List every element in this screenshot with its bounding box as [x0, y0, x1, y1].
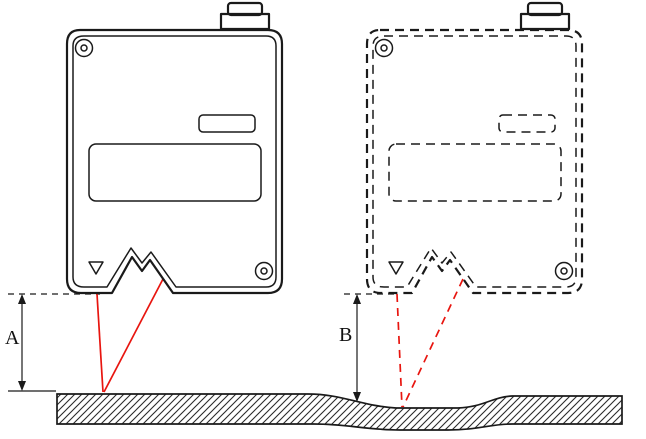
left-laser-return-line: [103, 278, 164, 393]
right-laser-emit-line: [396, 293, 403, 408]
dimension-b-arrow-up-icon: [353, 294, 361, 304]
right-sensor-beam-origin-marker-icon: [388, 261, 404, 275]
measured-surface: [56, 393, 623, 431]
left-sensor-screw-top-left: [74, 38, 94, 58]
right-sensor-connector: [519, 1, 571, 31]
left-sensor-small-window: [198, 114, 256, 133]
dimension-a-label: A: [5, 327, 20, 349]
left-sensor-beam-origin-marker-icon: [88, 261, 104, 275]
left-sensor-connector: [219, 1, 271, 31]
dimension-a-arrow-down-icon: [18, 381, 26, 391]
left-sensor-screw-bottom-right: [254, 261, 274, 281]
right-sensor-small-window: [498, 114, 556, 133]
dimension-a: A: [5, 293, 100, 392]
left-sensor-body-inner-outline: [72, 35, 277, 288]
right-sensor-screw-top-left: [374, 38, 394, 58]
left-laser-beam: [96, 278, 164, 393]
left-sensor-body-outline: [65, 28, 284, 295]
left-laser-emit-line: [96, 293, 104, 393]
dimension-a-arrow-up-icon: [18, 294, 26, 304]
left-sensor-display-window: [88, 143, 262, 202]
right-sensor-screw-bottom-right: [554, 261, 574, 281]
right-sensor-ghost: [365, 1, 584, 295]
left-sensor: [65, 1, 284, 295]
right-sensor-display-window: [388, 143, 562, 202]
dimension-b: B: [339, 293, 399, 402]
right-sensor-body-inner-outline: [372, 35, 577, 288]
right-laser-beam: [396, 278, 464, 408]
dimension-b-label: B: [339, 324, 352, 346]
right-sensor-body-outline: [365, 28, 584, 295]
dimension-b-arrow-down-icon: [353, 392, 361, 402]
right-laser-return-line: [402, 278, 464, 408]
